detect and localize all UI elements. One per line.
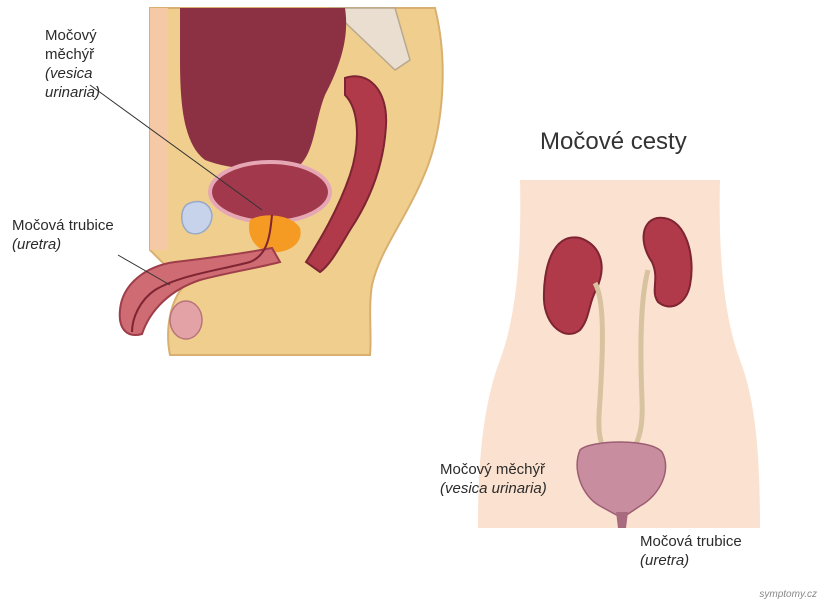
side-urethra-label: Močová trubice (uretra) bbox=[12, 216, 114, 254]
side-bladder-name: Močový bbox=[45, 26, 100, 45]
credit-watermark: symptomy.cz bbox=[759, 589, 817, 600]
figure-title: Močové cesty bbox=[540, 128, 687, 156]
front-bladder-label: Močový měchýř (vesica urinaria) bbox=[440, 460, 547, 498]
testis bbox=[170, 301, 202, 339]
sagittal-view bbox=[90, 8, 443, 355]
front-urethra-latin: (uretra) bbox=[640, 551, 742, 570]
sagittal-bladder bbox=[210, 162, 330, 222]
front-urethra-label: Močová trubice (uretra) bbox=[640, 532, 742, 570]
front-bladder-name: Močový měchýř bbox=[440, 460, 547, 479]
side-bladder-latin: (vesica bbox=[45, 64, 100, 83]
frontal-urethra bbox=[616, 512, 628, 528]
abdominal-skin bbox=[150, 8, 168, 250]
front-urethra-name: Močová trubice bbox=[640, 532, 742, 551]
side-bladder-name-2: měchýř bbox=[45, 45, 100, 64]
front-bladder-latin: (vesica urinaria) bbox=[440, 479, 547, 498]
side-urethra-latin: (uretra) bbox=[12, 235, 114, 254]
side-bladder-label: Močový měchýř (vesica urinaria) bbox=[45, 26, 100, 102]
side-bladder-latin-2: urinaria) bbox=[45, 83, 100, 102]
side-urethra-name: Močová trubice bbox=[12, 216, 114, 235]
pubic-bone bbox=[182, 202, 212, 234]
